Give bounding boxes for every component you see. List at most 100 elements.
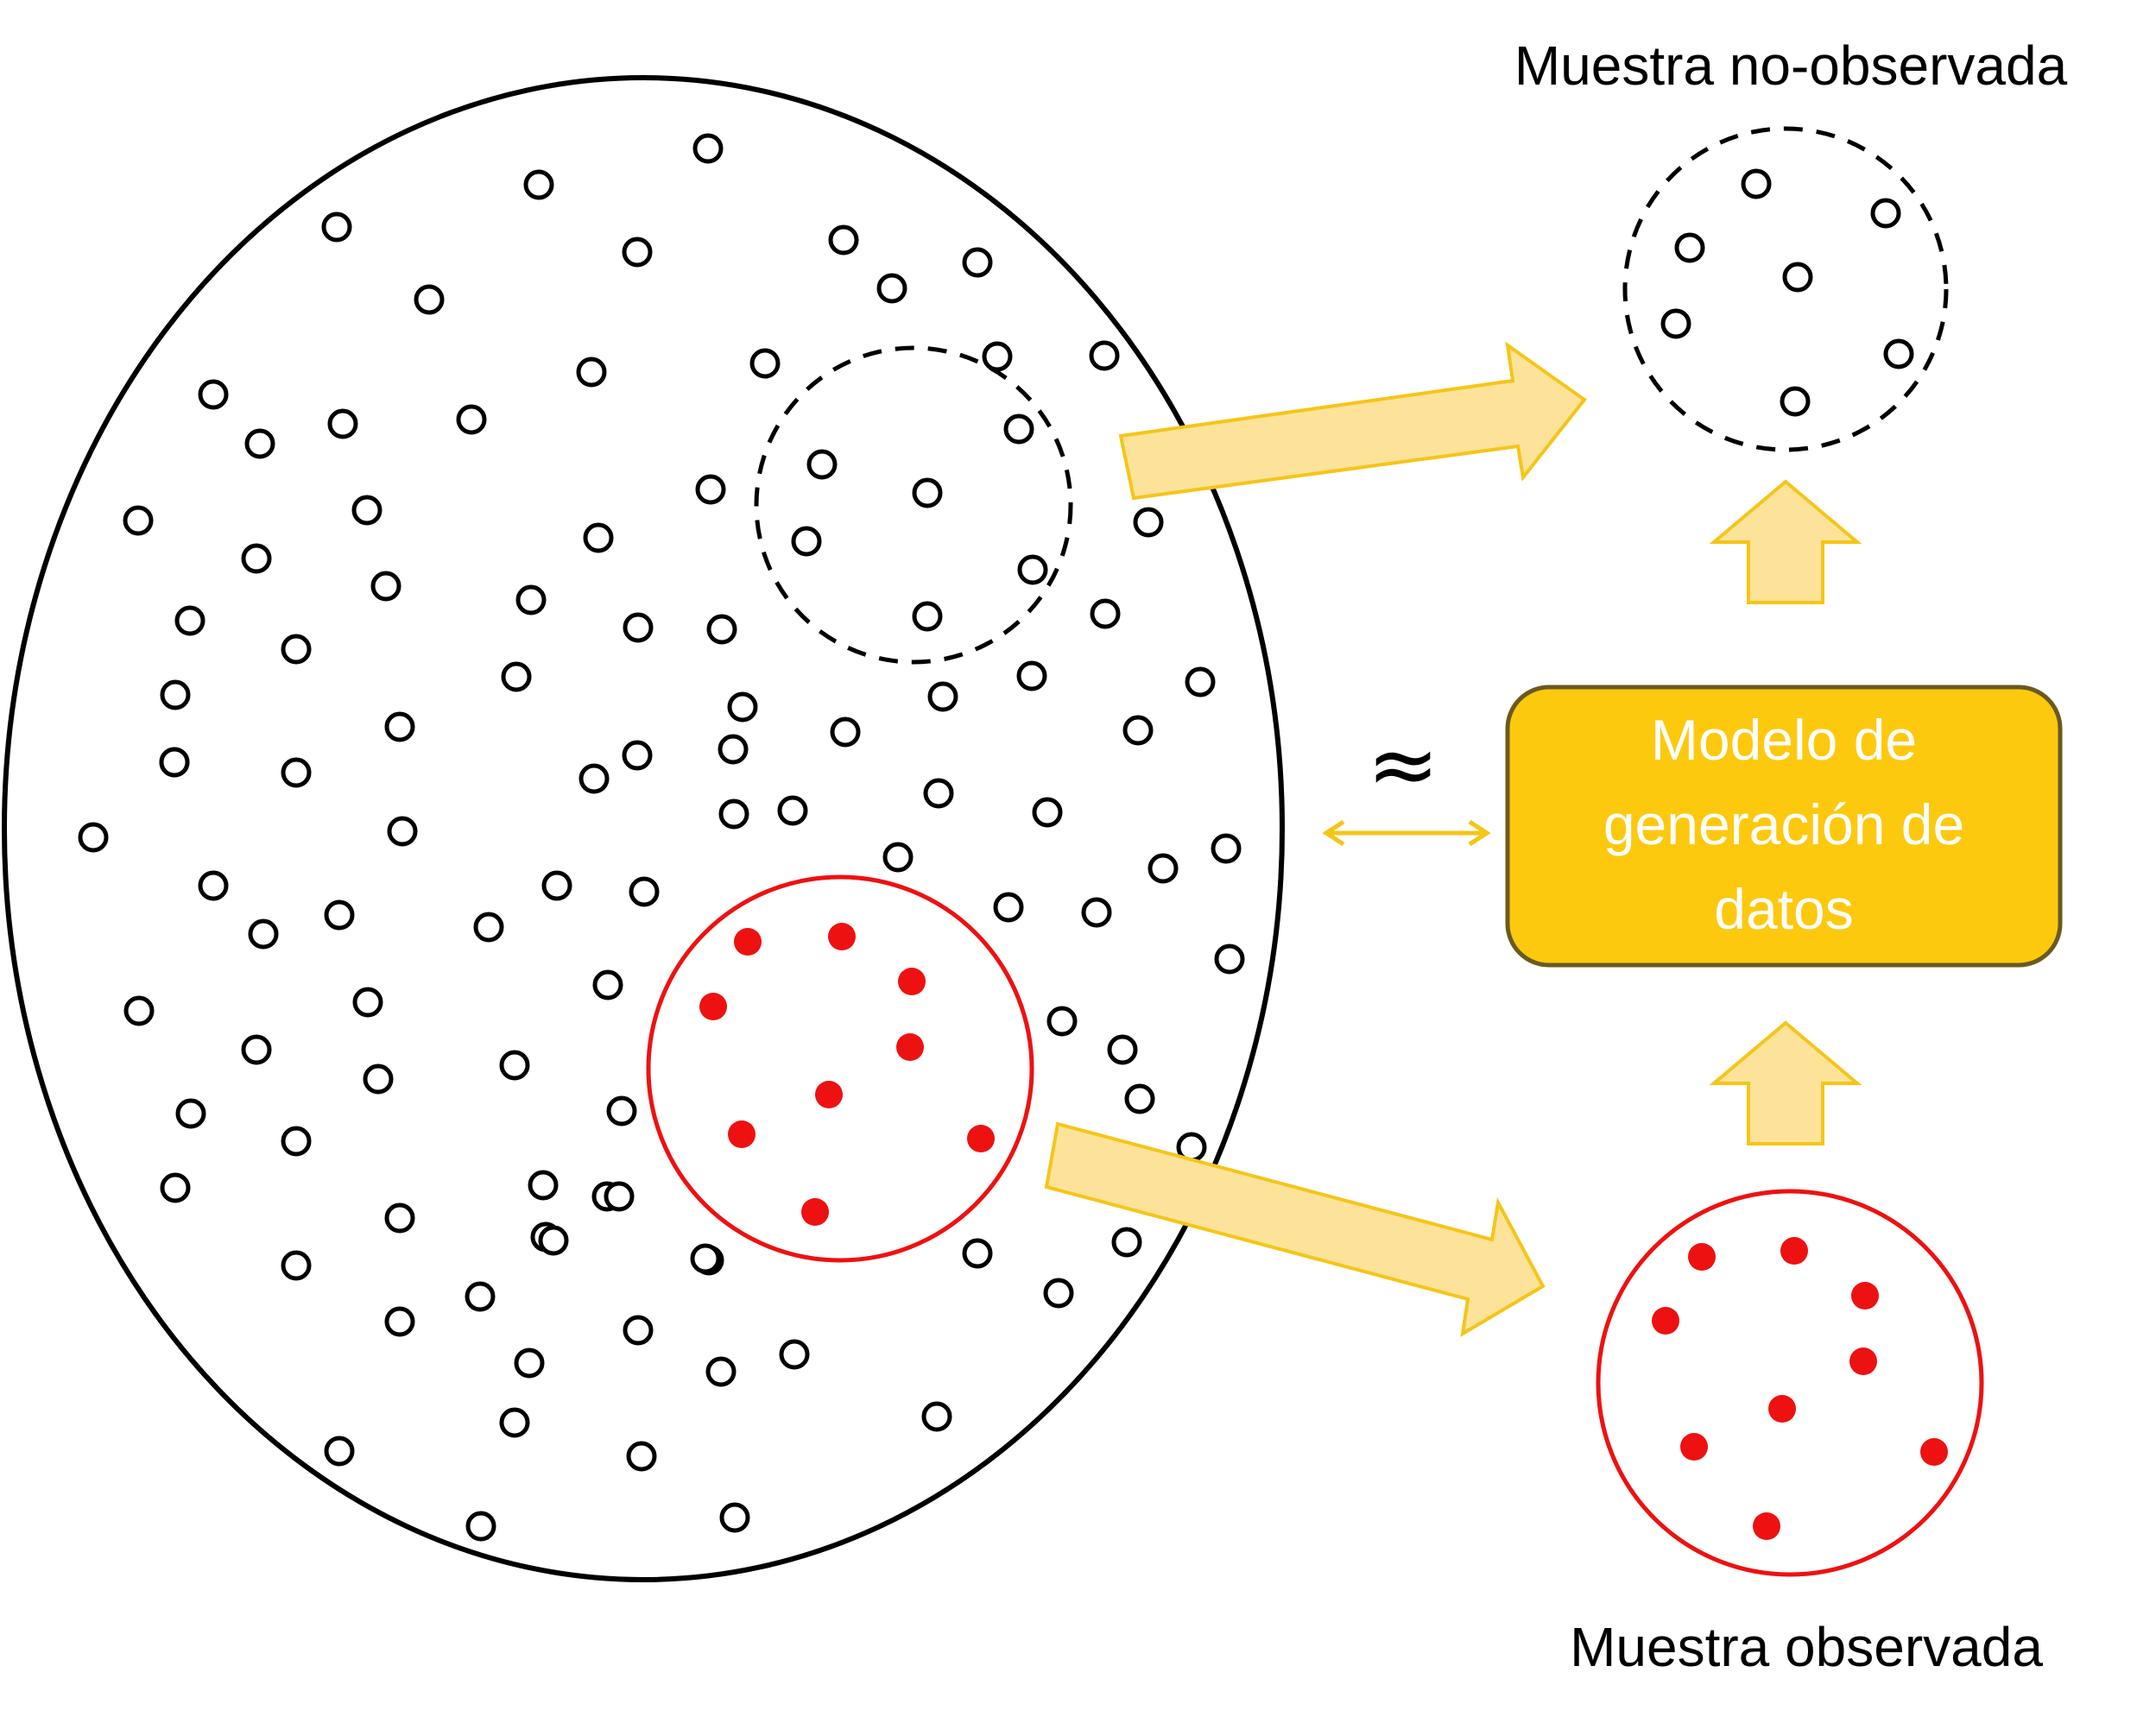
population-dot bbox=[706, 614, 737, 645]
population-dot bbox=[1122, 715, 1154, 746]
population-dot bbox=[78, 822, 109, 853]
unobserved-sample-dot bbox=[1674, 232, 1705, 263]
observed-sample-label: Muestra observada bbox=[1570, 1616, 2043, 1678]
population-dot bbox=[927, 681, 958, 712]
population-dot bbox=[465, 1511, 496, 1542]
population-dot bbox=[727, 691, 758, 723]
population-dot bbox=[606, 1095, 637, 1127]
population-dot bbox=[241, 1034, 272, 1065]
population-dot bbox=[1081, 897, 1112, 928]
population-dot bbox=[982, 341, 1013, 372]
population-dot bbox=[828, 224, 859, 256]
population-dot bbox=[384, 711, 415, 742]
population-dot bbox=[629, 876, 660, 907]
population-dot bbox=[514, 1347, 545, 1379]
population-dot bbox=[363, 1063, 394, 1095]
population-dot bbox=[1133, 507, 1164, 538]
population-dot bbox=[160, 1172, 191, 1203]
population-dot bbox=[499, 1050, 530, 1081]
population-dot bbox=[882, 842, 914, 873]
population-dot bbox=[324, 899, 355, 931]
observed-inner-dot bbox=[898, 968, 926, 995]
population-dot bbox=[123, 995, 155, 1026]
observed-sample-dots bbox=[1652, 1237, 1948, 1540]
population-dot bbox=[321, 211, 352, 243]
population-dot bbox=[749, 348, 781, 379]
unobserved-sample-dot bbox=[1741, 168, 1772, 199]
observed-inner-dot bbox=[801, 1198, 829, 1226]
population-dot bbox=[690, 1243, 721, 1274]
observed-sample-dot bbox=[1688, 1243, 1716, 1271]
observed-inner-dot bbox=[699, 993, 727, 1020]
population-dot bbox=[695, 474, 726, 505]
observed-inner-dot bbox=[967, 1125, 995, 1152]
population-dot bbox=[123, 505, 154, 536]
observed-sample-circle bbox=[1596, 1189, 1984, 1577]
population-dot bbox=[1016, 660, 1047, 691]
unobserved-inner-dot bbox=[912, 477, 943, 508]
unobserved-sample-dot bbox=[1782, 262, 1813, 293]
population-dot bbox=[499, 1407, 530, 1438]
population-dot bbox=[281, 634, 312, 665]
population-dot bbox=[159, 747, 190, 778]
population-dot bbox=[1214, 944, 1245, 975]
population-dot bbox=[175, 1098, 206, 1129]
population-dot bbox=[281, 1126, 312, 1157]
population-dot bbox=[1089, 340, 1120, 371]
population-dot bbox=[198, 379, 229, 410]
population-dot bbox=[387, 816, 418, 847]
population-dot bbox=[456, 404, 487, 435]
arrow-to-observed bbox=[1044, 1121, 1546, 1337]
population-dot bbox=[160, 679, 191, 710]
population-dot bbox=[1107, 1034, 1138, 1065]
population-dot bbox=[579, 763, 610, 794]
population-dot bbox=[1043, 1278, 1074, 1309]
observed-inner-dot bbox=[734, 928, 762, 956]
population-dot bbox=[777, 795, 808, 826]
observed-sample-dot bbox=[1652, 1307, 1679, 1335]
population-dot bbox=[692, 133, 724, 164]
population-dot bbox=[244, 428, 275, 459]
unobserved-sample-dot bbox=[1870, 198, 1901, 229]
population-dot bbox=[1211, 833, 1242, 864]
population-dot bbox=[248, 918, 279, 950]
unobserved-sample-dot bbox=[1660, 308, 1691, 339]
population-dot bbox=[473, 912, 504, 943]
population-dot bbox=[623, 1315, 654, 1346]
population-dot bbox=[923, 778, 954, 809]
model-label-line2: generación de bbox=[1603, 792, 1964, 856]
unobserved-inner-dot bbox=[806, 449, 838, 480]
observed-sample-dot bbox=[1849, 1347, 1877, 1375]
population-dot bbox=[528, 1170, 559, 1201]
up-arrow-to-model bbox=[1709, 1020, 1862, 1146]
unobserved-sample-dot bbox=[1883, 338, 1914, 369]
observed-sample-dot bbox=[1920, 1438, 1948, 1466]
up-arrow-to-unobserved bbox=[1709, 479, 1862, 604]
unobserved-sample-dots bbox=[1660, 168, 1914, 417]
population-dot bbox=[718, 734, 749, 765]
population-dot bbox=[541, 870, 572, 901]
population-dot bbox=[622, 740, 653, 771]
observed-subsample-circle bbox=[646, 874, 1034, 1263]
population-dot bbox=[174, 605, 205, 636]
population-dot bbox=[281, 757, 312, 788]
observed-inner-dots bbox=[699, 923, 995, 1226]
population-dot bbox=[465, 1281, 496, 1312]
population-dot bbox=[1090, 598, 1121, 629]
population-dot bbox=[352, 987, 383, 1018]
data-generation-model-box bbox=[1505, 685, 2063, 968]
population-dot bbox=[538, 1225, 569, 1256]
observed-inner-dot bbox=[728, 1120, 756, 1148]
observed-sample-dot bbox=[1780, 1237, 1808, 1265]
population-dot bbox=[962, 1238, 993, 1269]
unobserved-inner-dot bbox=[1017, 554, 1048, 585]
population-dot bbox=[623, 612, 654, 643]
population-dot bbox=[876, 273, 907, 304]
population-dot bbox=[281, 1250, 312, 1281]
population-dot bbox=[921, 1401, 952, 1432]
population-dot bbox=[576, 357, 607, 388]
population-dot bbox=[830, 716, 861, 748]
population-dot bbox=[779, 1339, 810, 1370]
population-dot bbox=[414, 284, 445, 315]
